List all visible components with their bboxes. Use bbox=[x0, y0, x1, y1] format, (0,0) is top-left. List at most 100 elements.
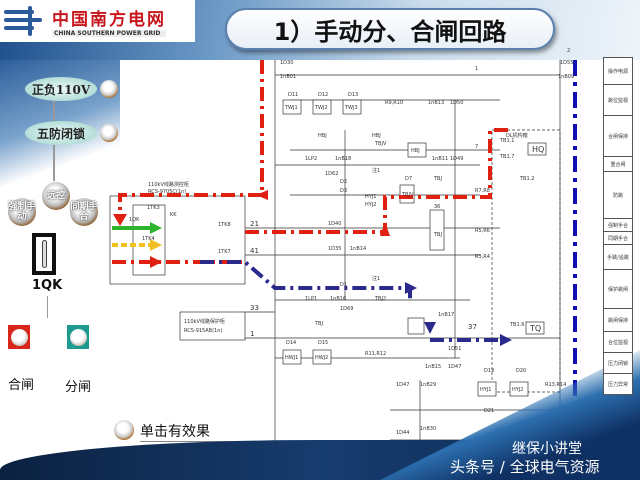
logo-icon bbox=[4, 6, 46, 36]
coil-tq bbox=[525, 321, 545, 335]
label: 1TK4 bbox=[142, 236, 155, 242]
label: 注1 bbox=[372, 167, 380, 174]
slide-title: 1）手动分、合闸回路 bbox=[225, 8, 555, 50]
relay-hyj1 bbox=[477, 381, 497, 397]
coil-hq bbox=[527, 142, 547, 156]
close-button[interactable] bbox=[8, 325, 30, 349]
label: R5,R6 bbox=[475, 228, 490, 234]
label: TB1.6 bbox=[509, 322, 524, 328]
label: TBJ bbox=[433, 176, 442, 182]
relay-panel-2-name: 110kV线路保护柜 bbox=[184, 318, 225, 325]
label: D15 bbox=[318, 340, 328, 346]
remote-control-button[interactable]: 远控 bbox=[42, 182, 70, 210]
arrow-icon bbox=[113, 214, 127, 226]
forced-manual-button[interactable]: 强制手动 bbox=[8, 198, 36, 226]
function-label: 跳位监视 bbox=[603, 84, 633, 116]
mechanism-box-label: DL机构箱 bbox=[506, 132, 528, 139]
label: KK bbox=[170, 212, 177, 218]
label: 1nB29 bbox=[420, 382, 436, 388]
function-label: 合位监视 bbox=[603, 331, 633, 353]
label: TB1.2 bbox=[519, 176, 534, 182]
label: R11,R12 bbox=[365, 351, 386, 357]
relay-twj1 bbox=[282, 99, 302, 115]
relay-coils bbox=[282, 99, 547, 397]
label: 1nB15 bbox=[425, 364, 441, 370]
tq-label: TQ bbox=[529, 324, 541, 333]
diagram-labels: 1D30 1nB01 D11 D12 D13 TWJ1 TWJ2 TWJ3 R9… bbox=[129, 48, 574, 436]
label: HYJ1 bbox=[365, 194, 376, 200]
arrow-icon bbox=[150, 256, 162, 268]
label: D14 bbox=[286, 340, 296, 346]
relay-twj3 bbox=[342, 99, 362, 115]
interlock-button[interactable] bbox=[100, 124, 118, 142]
label: HBJ bbox=[372, 133, 381, 139]
label: D20 bbox=[516, 368, 526, 374]
logo-cn: 中国南方电网 bbox=[52, 10, 166, 30]
label: D2 bbox=[340, 179, 347, 185]
hint-button[interactable] bbox=[114, 420, 134, 440]
hq-label: HQ bbox=[532, 145, 544, 154]
label: 1nB18 bbox=[335, 156, 351, 162]
switch-label: 1QK bbox=[32, 278, 63, 293]
power-button[interactable] bbox=[100, 80, 118, 98]
relay-hwj1 bbox=[282, 349, 302, 365]
open-button[interactable] bbox=[67, 325, 89, 349]
connector-arrow bbox=[53, 145, 55, 181]
interlock-label: 五防闭锁 bbox=[25, 121, 97, 145]
function-label: 防跳 bbox=[603, 171, 633, 219]
label: 1D62 bbox=[325, 171, 338, 177]
function-label: 跳闸保持 bbox=[603, 308, 633, 332]
label: 1D47 bbox=[396, 382, 409, 388]
function-labels-column: 操作电源 跳位监视 合闸保持 重合闸 防跳 强制手合 同期手合 手跳/遥跳 保护… bbox=[603, 57, 633, 395]
close-path-main bbox=[112, 128, 510, 264]
relay-twj2 bbox=[312, 99, 332, 115]
logo-en: CHINA SOUTHERN POWER GRID bbox=[52, 30, 166, 37]
function-label: 手跳/遥跳 bbox=[603, 244, 633, 270]
label: 1TK7 bbox=[218, 249, 231, 255]
1qk-switch[interactable] bbox=[32, 233, 56, 275]
label: 1D49 bbox=[450, 156, 463, 162]
label: 注1 bbox=[372, 275, 380, 282]
sync-close-button[interactable]: 同期手合 bbox=[70, 198, 98, 226]
relay-panel-1-model: RCS-9705C(1n) bbox=[148, 189, 186, 195]
power-110v-label: 正负110V bbox=[25, 77, 97, 101]
label: TBJ bbox=[314, 321, 323, 327]
function-label: 重合闸 bbox=[603, 156, 633, 172]
label: 2 bbox=[567, 48, 570, 54]
label: D11 bbox=[288, 92, 298, 98]
label: HWJ2 bbox=[315, 355, 328, 361]
arrow-icon bbox=[380, 222, 390, 236]
label: 1LP1 bbox=[305, 296, 317, 302]
label: 1nB11 bbox=[432, 156, 448, 162]
hint-label: 单击有效果 bbox=[140, 421, 240, 442]
label: R7,R8 bbox=[475, 188, 490, 194]
label: 1nB16 bbox=[330, 296, 346, 302]
label: HBJ bbox=[411, 148, 420, 154]
label: 1nB13 bbox=[428, 100, 444, 106]
watermark-brand: 继保小讲堂 bbox=[512, 441, 582, 457]
label: TBJV bbox=[401, 192, 414, 198]
label: 1TK3 bbox=[147, 205, 160, 211]
arrow-icon bbox=[424, 322, 436, 334]
label: TBJV bbox=[374, 141, 387, 147]
watermark-source: 头条号 / 全球电气资源 bbox=[450, 458, 600, 476]
relay-panel-1-name: 110kV线路测控柜 bbox=[148, 181, 189, 188]
label: R9,R10 bbox=[385, 100, 403, 106]
function-label: 强制手合 bbox=[603, 218, 633, 232]
label: 36 bbox=[434, 204, 440, 210]
relay-hwj2 bbox=[312, 349, 332, 365]
close-path-upper bbox=[118, 60, 264, 215]
arrow-icon bbox=[256, 190, 268, 200]
relay-hbj bbox=[407, 142, 427, 158]
open-path bbox=[200, 260, 500, 342]
relay-hyj2 bbox=[509, 381, 529, 397]
label: TWJ1 bbox=[284, 105, 298, 111]
label: HYJ1 bbox=[480, 387, 491, 393]
label: 1QK bbox=[129, 217, 140, 223]
connector-arrow bbox=[53, 101, 55, 121]
function-label: 压力异常 bbox=[603, 373, 633, 395]
label: R3,R4 bbox=[475, 254, 490, 260]
label: TBJ2 bbox=[374, 296, 386, 302]
label: 1LP2 bbox=[305, 156, 317, 162]
label: 1D35 bbox=[328, 246, 341, 252]
